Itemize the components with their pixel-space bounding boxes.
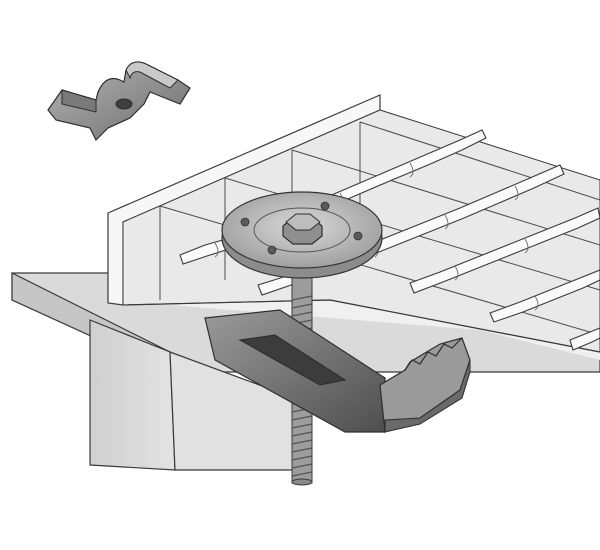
- hex-bolt: [282, 213, 323, 245]
- twisted-bar-icon: [489, 269, 600, 323]
- saddle-clip: [47, 61, 191, 142]
- underside-clamp: [204, 309, 471, 433]
- clamp-teeth: [404, 337, 463, 371]
- clamp-slot: [238, 334, 347, 386]
- twisted-bar-icon: [569, 327, 600, 351]
- grating-bottom-edge: [122, 299, 600, 353]
- clamp-jaw-face: [384, 359, 471, 433]
